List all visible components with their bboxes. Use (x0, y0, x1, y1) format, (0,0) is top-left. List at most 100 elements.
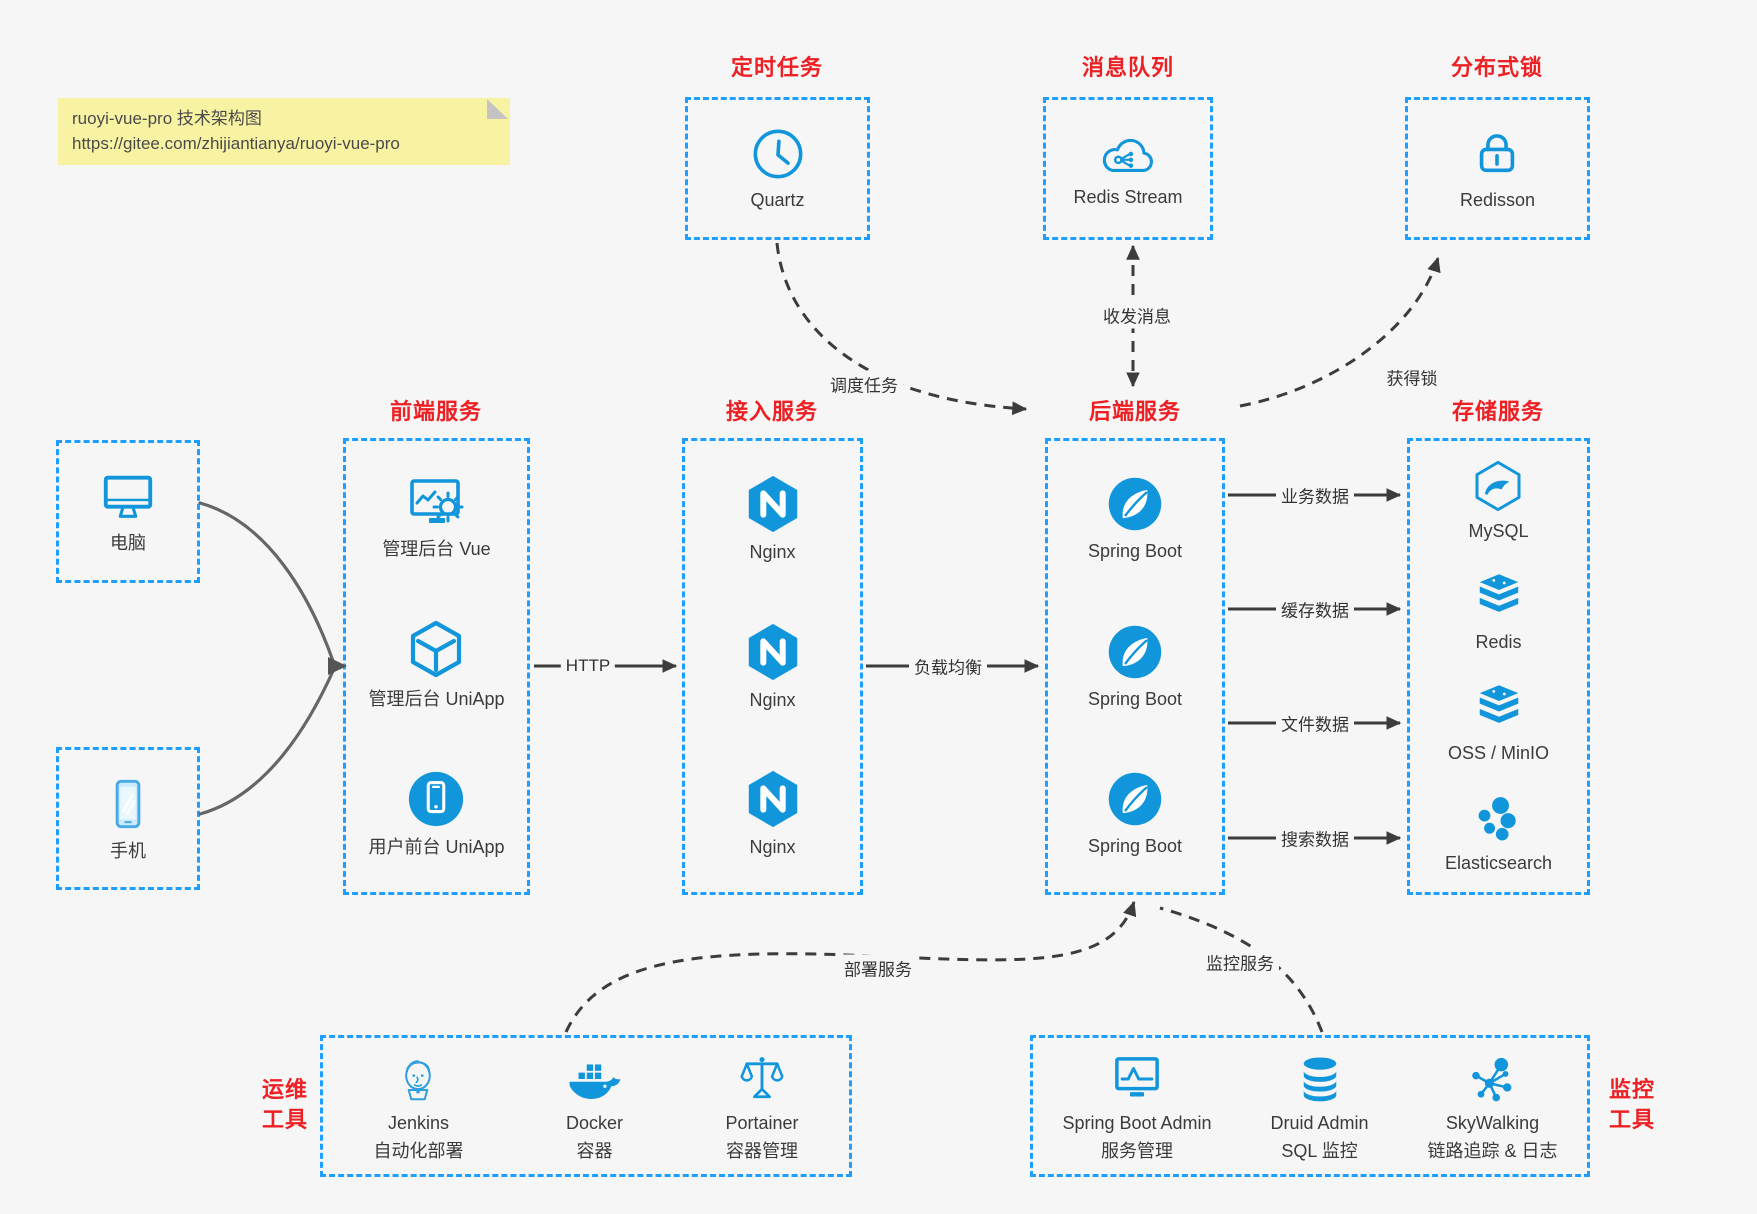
monitor-service-label: 监控服务 (1201, 948, 1279, 976)
frontend-services-box: 管理后台 Vue 管理后台 UniApp 用户前台 UniApp (343, 438, 530, 895)
springboot-node-1: Spring Boot (1088, 474, 1182, 563)
nginx-node-1: Nginx (742, 473, 804, 564)
lock-icon (1480, 133, 1515, 172)
cloud-message-icon (1102, 138, 1153, 172)
file-data-label: 文件数据 (1276, 709, 1354, 737)
redis-stream-node: Redis Stream (1073, 128, 1183, 209)
database-icon (1303, 1057, 1336, 1102)
search-data-label: 搜索数据 (1276, 824, 1354, 852)
pc-client-box: 电脑 (56, 440, 200, 583)
docker-icon (569, 1064, 621, 1099)
quartz-label: Quartz (750, 189, 805, 210)
docker-name: Docker (565, 1113, 623, 1133)
redis-stack-icon (1479, 574, 1518, 613)
portainer-scales-icon (740, 1057, 784, 1099)
deploy-service-label: 部署服务 (839, 954, 917, 982)
admin-dashboard-icon (409, 478, 463, 523)
frontend-services-title: 前端服务 (389, 399, 483, 424)
note-title: ruoyi-vue-pro 技术架构图 (72, 109, 262, 128)
nginx-label-2: Nginx (749, 689, 796, 710)
springboot-node-2: Spring Boot (1088, 622, 1182, 711)
quartz-box: Quartz (685, 97, 870, 240)
sticky-note: ruoyi-vue-pro 技术架构图 https://gitee.com/zh… (58, 98, 510, 165)
clock-icon (753, 129, 802, 179)
load-balance-label: 负载均衡 (909, 652, 987, 680)
backend-services-box: Spring Boot Spring Boot Spring Boot (1045, 438, 1225, 895)
edge-pc-to-frontend (198, 501, 335, 663)
elasticsearch-label: Elasticsearch (1444, 852, 1553, 873)
mobile-client-box: 手机 (56, 747, 200, 890)
message-queue-title: 消息队列 (1081, 55, 1175, 80)
storage-services-title: 存储服务 (1451, 399, 1545, 424)
redisson-node: Redisson (1460, 125, 1535, 212)
admin-vue-label: 管理后台 Vue (382, 538, 491, 559)
spring-boot-admin-node: Spring Boot Admin 服务管理 (1062, 1052, 1212, 1163)
spring-boot-icon (1108, 477, 1162, 531)
jenkins-icon (405, 1060, 432, 1101)
redisson-label: Redisson (1459, 189, 1536, 210)
pc-client-label: 电脑 (110, 532, 146, 553)
user-uniapp-label: 用户前台 UniApp (368, 837, 505, 858)
springboot-label-3: Spring Boot (1087, 836, 1183, 857)
jenkins-name: Jenkins (387, 1113, 449, 1133)
docker-node: Docker 容器 (564, 1052, 624, 1163)
nginx-icon (748, 623, 797, 680)
spring-boot-icon (1108, 625, 1162, 679)
springboot-label-1: Spring Boot (1087, 541, 1183, 562)
oss-stack-icon (1479, 685, 1518, 724)
admin-uniapp-node: 管理后台 UniApp (368, 618, 505, 711)
ops-tools-box: Jenkins 自动化部署 Docker 容器 Porta (320, 1035, 852, 1177)
backend-services-title: 后端服务 (1088, 399, 1182, 424)
schedule-task-label: 调度任务 (825, 370, 903, 398)
business-data-label: 业务数据 (1276, 481, 1354, 509)
edge-mobile-to-frontend (198, 669, 335, 816)
spring-boot-admin-desc: 服务管理 (1101, 1141, 1174, 1162)
oss-minio-label: OSS / MinIO (1447, 743, 1550, 764)
cache-data-label: 缓存数据 (1276, 595, 1354, 623)
redis-node: Redis (1471, 569, 1527, 654)
mysql-node: MySQL (1468, 458, 1529, 543)
gateway-services-title: 接入服务 (725, 399, 819, 424)
portainer-name: Portainer (725, 1113, 799, 1133)
distributed-lock-title: 分布式锁 (1450, 55, 1544, 80)
admin-uniapp-label: 管理后台 UniApp (368, 688, 505, 709)
druid-admin-name: Druid Admin (1270, 1113, 1369, 1133)
cube-icon (411, 620, 462, 677)
mobile-app-icon (409, 772, 464, 827)
desktop-icon (103, 475, 153, 518)
nginx-label-1: Nginx (749, 542, 796, 563)
springboot-label-2: Spring Boot (1087, 688, 1183, 709)
skywalking-name: SkyWalking (1445, 1113, 1540, 1133)
redis-stream-label: Redis Stream (1073, 186, 1183, 207)
docker-desc: 容器 (576, 1141, 613, 1162)
mysql-icon (1475, 460, 1521, 512)
network-nodes-icon (1472, 1057, 1512, 1102)
scheduled-task-title: 定时任务 (730, 55, 824, 80)
mysql-label: MySQL (1468, 520, 1529, 541)
elasticsearch-node: Elasticsearch (1445, 792, 1552, 875)
acquire-lock-label: 获得锁 (1381, 363, 1443, 391)
elasticsearch-icon (1479, 796, 1517, 841)
nginx-icon (748, 771, 797, 828)
druid-admin-desc: SQL 监控 (1281, 1141, 1358, 1162)
portainer-desc: 容器管理 (725, 1141, 798, 1162)
message-label: 收发消息 (1098, 301, 1176, 329)
nginx-icon (748, 476, 797, 533)
monitor-tools-label: 监控 工具 (1608, 1077, 1656, 1132)
user-uniapp-node: 用户前台 UniApp (368, 768, 505, 859)
redisson-box: Redisson (1405, 97, 1590, 240)
quartz-node: Quartz (749, 125, 807, 212)
pc-client-node: 电脑 (97, 468, 159, 555)
monitor-tools-box: Spring Boot Admin 服务管理 Druid Admin SQL 监… (1030, 1035, 1590, 1177)
skywalking-desc: 链路追踪 & 日志 (1427, 1141, 1558, 1162)
monitor-pulse-icon (1115, 1057, 1159, 1097)
gateway-services-box: Nginx Nginx Nginx (682, 438, 863, 895)
ops-tools-label: 运维 工具 (261, 1077, 309, 1132)
nginx-node-3: Nginx (742, 768, 804, 859)
storage-services-box: MySQL Redis OSS / MinIO (1407, 438, 1590, 895)
mobile-client-label: 手机 (110, 840, 146, 861)
nginx-label-3: Nginx (749, 837, 796, 858)
jenkins-desc: 自动化部署 (373, 1141, 464, 1162)
oss-minio-node: OSS / MinIO (1448, 680, 1549, 765)
